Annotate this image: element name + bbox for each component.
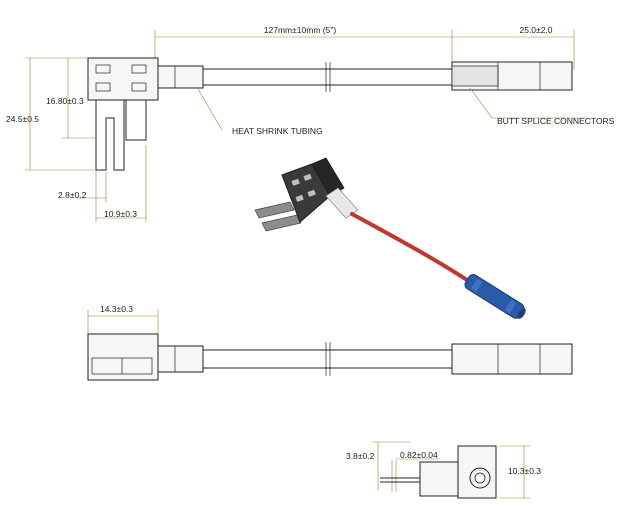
side-width-dimension: 14.3±0.3 [100,304,133,314]
top-view: 127mm±10mm (5") 25.0±2.0 HEAT SHRINK TUB… [6,25,615,222]
end-height-dimension: 10.3±0.3 [508,466,541,476]
side-view: 14.3±0.3 [87,304,573,381]
product-render [254,157,526,319]
blade-span-dimension: 10.9±0.3 [104,209,137,219]
red-wire [350,212,472,284]
blue-butt-connector [464,274,525,319]
splice-length-dimension: 25.0±2.0 [519,25,552,35]
cable-length-dimension: 127mm±10mm (5") [264,25,337,35]
blade-width-dimension: 2.8±0.2 [58,190,87,200]
end-offset-dimension: 3.8±0.2 [346,451,375,461]
housing-height-dimension: 16.80±0.3 [46,96,84,106]
total-height-dimension: 24.5±0.5 [6,114,39,124]
heat-shrink-callout: HEAT SHRINK TUBING [232,126,323,136]
blade-thickness-dimension: 0.82±0.04 [400,450,438,460]
end-view: 3.8±0.2 0.82±0.04 10.3±0.3 [346,441,541,499]
butt-splice-callout: BUTT SPLICE CONNECTORS [497,116,615,126]
